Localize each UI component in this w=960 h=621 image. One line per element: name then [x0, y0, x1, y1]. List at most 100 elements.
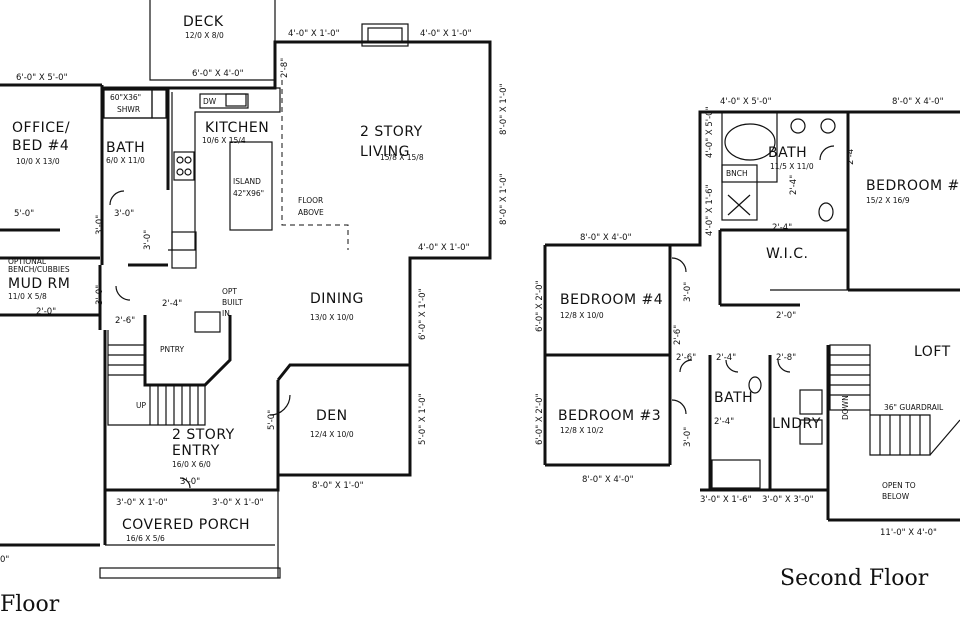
dim-vert-40-50: 4'-0" X 5'-0": [705, 106, 715, 158]
dim-top-45: 4'-0" X 5'-0": [720, 97, 772, 107]
dishwasher-label: DW: [203, 97, 217, 106]
open-below-line1: OPEN TO: [882, 481, 916, 490]
dim-master-wc-door: 2'-4": [789, 175, 799, 195]
entry-name-line1: 2 STORY: [172, 427, 235, 443]
bath-size: 6/0 X 11/0: [106, 156, 145, 165]
dim-dining-window: 6'-0" X 1'-0": [418, 288, 428, 340]
dim-closet-30a: 3'-0": [95, 215, 105, 235]
dim-closet-4: 3'-0": [683, 282, 693, 302]
pantry-opt3: IN: [222, 309, 230, 318]
dim-wic-door: 2'-4": [772, 223, 792, 233]
porch-name: COVERED PORCH: [122, 517, 250, 533]
living-name-line1: 2 STORY: [360, 124, 423, 140]
dim-top-right-window: 4'-0" X 1'-0": [420, 29, 472, 39]
bedroom-4-name: BEDROOM #4: [560, 292, 663, 308]
dim-bedroom-4-side: 6'-0" X 2'-0": [535, 280, 545, 332]
dim-mud-20: 2'-0": [36, 307, 56, 317]
dim-porch-left: 3'-0" X 1'-0": [116, 498, 168, 508]
master-bath-name: BATH: [768, 145, 807, 161]
dining-size: 13/0 X 10/0: [310, 313, 354, 322]
office-name-line1: OFFICE/: [12, 120, 70, 136]
dim-vert-40-16: 4'-0" X 1'-6": [705, 184, 715, 236]
door-swings: [109, 145, 835, 489]
mud-bench: BENCH/CUBBIES: [8, 265, 70, 274]
master-bedroom-size: 15/2 X 16/9: [866, 196, 910, 205]
dim-den-bottom: 8'-0" X 1'-0": [312, 481, 364, 491]
second-floor-dimensions: 4'-0" X 5'-0" 8'-0" X 4'-0" 4'-0" X 5'-0…: [535, 97, 944, 538]
entry-size: 16/0 X 6/0: [172, 460, 211, 469]
first-floor-dimensions: 6'-0" X 4'-0" 4'-0" X 1'-0" 4'-0" X 1'-0…: [0, 29, 509, 565]
dim-bath-door: 2'-4": [716, 353, 736, 363]
dim-mud-door: 3'-0": [95, 285, 105, 305]
dim-right-window-2: 8'-0" X 1'-0": [499, 173, 509, 225]
dim-bedroom-3-door: 2'-6": [676, 353, 696, 363]
island-label: ISLAND: [233, 177, 261, 186]
pantry-opt1: OPT: [222, 287, 237, 296]
dim-loft-bottom: 11'-0" X 4'-0": [880, 528, 937, 538]
dim-den-window: 5'-0" X 1'-0": [418, 393, 428, 445]
floor-above-line2: ABOVE: [298, 208, 324, 217]
dim-bedroom-4-top: 8'-0" X 4'-0": [580, 233, 632, 243]
entry-name-line2: ENTRY: [172, 443, 220, 459]
island-size: 42"X96": [233, 189, 264, 198]
dim-bedroom-3-bottom: 8'-0" X 4'-0": [582, 475, 634, 485]
dim-living-bottom: 4'-0" X 1'-0": [418, 243, 470, 253]
living-size: 15/8 X 15/8: [380, 153, 424, 162]
den-name: DEN: [316, 408, 348, 424]
dim-bedroom-3-side: 6'-0" X 2'-0": [535, 393, 545, 445]
dim-laundry-door: 2'-8": [776, 353, 796, 363]
bedroom-3-size: 12/8 X 10/2: [560, 426, 604, 435]
second-floor-caption: Second Floor: [780, 566, 929, 591]
master-bath-bench: BNCH: [726, 169, 748, 178]
dim-den-door: 5'-0": [267, 410, 277, 430]
living-name-line2: LIVING: [360, 144, 410, 160]
bath-2-name: BATH: [714, 390, 753, 406]
den-size: 12/4 X 10/0: [310, 430, 354, 439]
bath-name: BATH: [106, 140, 145, 156]
pantry-opt2: BUILT: [222, 298, 243, 307]
first-floor-walls: [0, 0, 492, 579]
dim-top-84: 8'-0" X 4'-0": [892, 97, 944, 107]
first-floor-caption: Floor: [0, 592, 60, 617]
dim-closet-30b: 3'-0": [143, 230, 153, 250]
master-bath-size: 11/5 X 11/0: [770, 162, 814, 171]
bath-shower-size: 60"X36": [110, 93, 141, 102]
deck-size: 12/0 X 8/0: [185, 31, 224, 40]
second-floor-labels: BNCH BATH 11/5 X 11/0 BEDROOM # 15/2 X 1…: [558, 145, 960, 501]
dim-porch-right: 3'-0" X 1'-0": [212, 498, 264, 508]
floor-above-line1: FLOOR: [298, 196, 323, 205]
stair-down-label: DOWN: [841, 395, 850, 420]
dim-master-bath-door: 2'-4": [846, 145, 856, 165]
loft-name: LOFT: [914, 344, 951, 360]
wic-name: W.I.C.: [766, 246, 809, 262]
second-floor-walls: [543, 110, 960, 522]
dim-pantry-26: 2'-6": [115, 316, 135, 326]
dining-name: DINING: [310, 291, 364, 307]
loft-stair-treads: [830, 354, 921, 455]
master-bedroom-name: BEDROOM #: [866, 178, 960, 194]
deck-name: DECK: [183, 14, 224, 30]
open-below-line2: BELOW: [882, 492, 910, 501]
dim-vertical-28: 2'-8": [280, 58, 290, 78]
stair-up-label: UP: [136, 401, 146, 410]
dim-pantry-24: 2'-4": [162, 299, 182, 309]
dim-closet-3: 3'-0": [683, 427, 693, 447]
laundry-name: LNDRY: [772, 416, 821, 432]
porch-size: 16/6 X 5/6: [126, 534, 165, 543]
office-name-line2: BED #4: [12, 138, 69, 154]
dim-entry-door: 3'-0": [180, 477, 200, 487]
kitchen-name: KITCHEN: [205, 120, 269, 136]
mud-room-size: 11/0 X 5/8: [8, 292, 47, 301]
mud-optional: OPTIONAL: [8, 257, 47, 266]
dim-right-window-1: 8'-0" X 1'-0": [499, 83, 509, 135]
dim-linen: 2'-0": [776, 311, 796, 321]
dim-bath-inner: 2'-4": [714, 417, 734, 427]
guardrail-label: 36" GUARDRAIL: [884, 403, 944, 412]
bedroom-4-size: 12/8 X 10/0: [560, 311, 604, 320]
dim-bath-bottom-left: 3'-0" X 1'-6": [700, 495, 752, 505]
dim-office-window: 6'-0" X 5'-0": [16, 73, 68, 83]
dim-top-left-window: 4'-0" X 1'-0": [288, 29, 340, 39]
first-floor-labels: DECK 12/0 X 8/0 OFFICE/ BED #4 10/0 X 13…: [8, 14, 424, 543]
mud-room-name: MUD RM: [8, 276, 70, 292]
